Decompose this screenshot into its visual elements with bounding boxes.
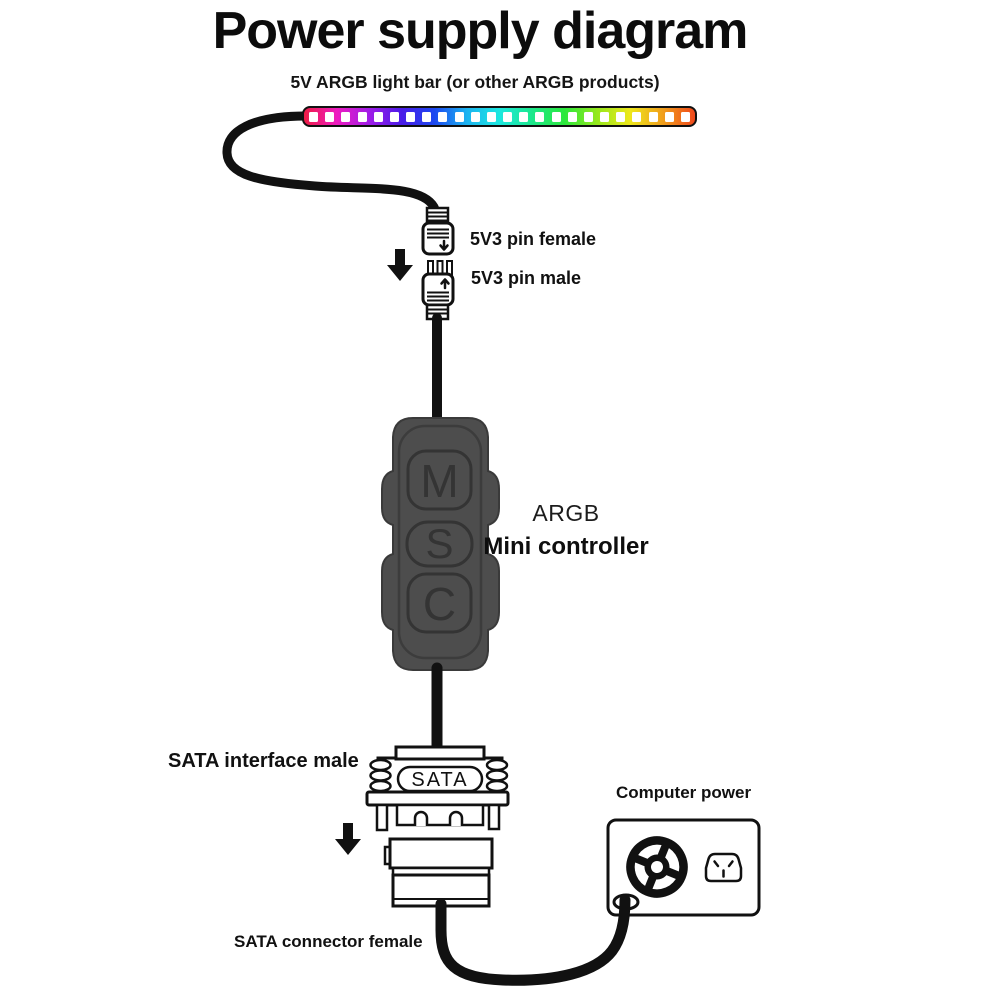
led xyxy=(519,111,529,122)
color-button-label: C xyxy=(423,578,456,630)
sata-male-label: SATA interface male xyxy=(168,750,359,772)
mode-button[interactable] xyxy=(406,449,473,511)
controller-caption-line1: ARGB xyxy=(532,500,600,526)
led-squares xyxy=(309,111,690,122)
led xyxy=(341,111,351,122)
sata-female-connector xyxy=(383,837,494,908)
power-cable xyxy=(435,894,631,986)
sata-female-label: SATA connector female xyxy=(234,932,423,951)
color-button[interactable] xyxy=(406,572,473,634)
speed-button-label: S xyxy=(425,520,453,567)
led xyxy=(616,111,626,122)
led xyxy=(535,111,545,122)
sata-plug-text: SATA xyxy=(411,769,468,791)
led xyxy=(664,111,674,122)
down-arrow-icon xyxy=(335,823,361,855)
led xyxy=(438,111,448,122)
led xyxy=(680,111,690,122)
led xyxy=(389,111,399,122)
led xyxy=(648,111,658,122)
led xyxy=(551,111,561,122)
led-strip xyxy=(302,106,697,127)
led xyxy=(454,111,464,122)
page-title: Power supply diagram xyxy=(212,2,749,60)
led xyxy=(406,111,416,122)
computer-power-box xyxy=(606,818,761,917)
argb-mini-controller: M S C xyxy=(381,417,500,671)
led xyxy=(503,111,513,122)
insert-direction-down-icon xyxy=(439,239,449,251)
led xyxy=(600,111,610,122)
led xyxy=(422,111,432,122)
pin-female-label: 5V3 pin female xyxy=(470,229,597,249)
led xyxy=(309,111,318,122)
computer-power-label: Computer power xyxy=(616,783,752,802)
led xyxy=(583,111,593,122)
led xyxy=(325,111,335,122)
sata-spring-right xyxy=(485,758,509,793)
sata-male-connector: SATA xyxy=(365,745,510,832)
down-arrow-icon xyxy=(387,249,413,281)
led xyxy=(357,111,367,122)
led xyxy=(567,111,577,122)
power-socket-icon xyxy=(704,852,743,883)
mode-button-label: M xyxy=(420,455,458,507)
controller-caption-line2: Mini controller xyxy=(483,533,649,560)
fan-icon xyxy=(626,836,688,898)
strip-cable xyxy=(222,111,442,219)
led xyxy=(373,111,383,122)
speed-button[interactable] xyxy=(405,520,474,568)
led xyxy=(470,111,480,122)
pin-female-connector xyxy=(421,206,455,256)
led xyxy=(632,111,642,122)
controller-caption: ARGB Mini controller xyxy=(458,500,674,561)
led xyxy=(486,111,496,122)
insert-direction-up-icon xyxy=(440,278,450,290)
sata-spring-left xyxy=(369,758,392,793)
strip-caption: 5V ARGB light bar (or other ARGB product… xyxy=(290,72,660,92)
pin-male-label: 5V3 pin male xyxy=(471,268,582,288)
pin-male-connector xyxy=(421,260,455,321)
controller-face-panel xyxy=(397,424,483,660)
